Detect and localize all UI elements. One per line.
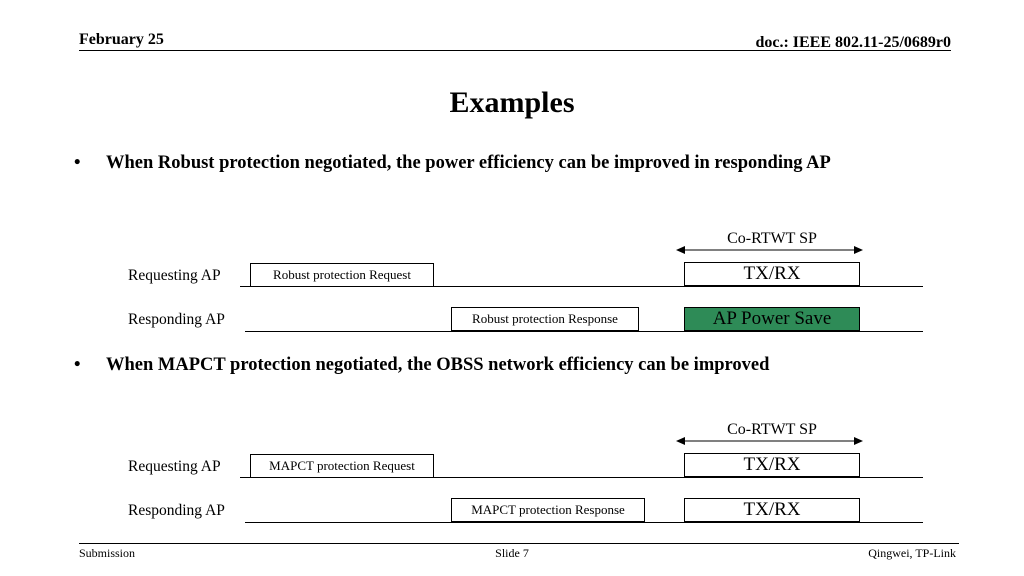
bullet-text: When MAPCT protection negotiated, the OB… bbox=[106, 355, 770, 375]
requesting-txrx-block: TX/RX bbox=[684, 262, 860, 286]
responding-txrx-block: TX/RX bbox=[684, 498, 860, 522]
sp-double-arrow bbox=[676, 246, 863, 254]
bullet-text: When Robust protection negotiated, the p… bbox=[106, 153, 831, 173]
sp-double-arrow bbox=[676, 437, 863, 445]
responding-ap-label: Responding AP bbox=[128, 311, 225, 328]
responding-ap-timeline bbox=[245, 522, 923, 523]
footer-rule bbox=[79, 543, 959, 544]
responding-ap-label: Responding AP bbox=[128, 502, 225, 519]
header-rule bbox=[79, 50, 951, 51]
footer-slide-number: Slide 7 bbox=[495, 546, 529, 560]
bullet-dot: • bbox=[74, 355, 81, 375]
robust-response-frame: Robust protection Response bbox=[451, 307, 639, 331]
robust-request-frame: Robust protection Request bbox=[250, 263, 434, 287]
co-rtwt-sp-label: Co-RTWT SP bbox=[727, 230, 817, 247]
footer-submission: Submission bbox=[79, 546, 136, 560]
bullet-dot: • bbox=[74, 153, 81, 173]
requesting-ap-timeline bbox=[240, 286, 923, 287]
slide-title: Examples bbox=[449, 86, 575, 119]
responding-ap-timeline bbox=[245, 331, 923, 332]
bullet-mapct: • When MAPCT protection negotiated, the O… bbox=[74, 355, 769, 376]
footer-author: Qingwei, TP-Link bbox=[868, 546, 956, 560]
requesting-txrx-block: TX/RX bbox=[684, 453, 860, 477]
bullet-robust: • When Robust protection negotiated, the … bbox=[74, 153, 831, 174]
mapct-request-frame: MAPCT protection Request bbox=[250, 454, 434, 478]
co-rtwt-sp-label: Co-RTWT SP bbox=[727, 421, 817, 438]
ap-power-save-block: AP Power Save bbox=[684, 307, 860, 331]
header-doc-id: doc.: IEEE 802.11-25/0689r0 bbox=[755, 34, 951, 51]
header-date: February 25 bbox=[79, 31, 164, 48]
mapct-response-frame: MAPCT protection Response bbox=[451, 498, 645, 522]
requesting-ap-label: Requesting AP bbox=[128, 267, 221, 284]
requesting-ap-label: Requesting AP bbox=[128, 458, 221, 475]
requesting-ap-timeline bbox=[240, 477, 923, 478]
